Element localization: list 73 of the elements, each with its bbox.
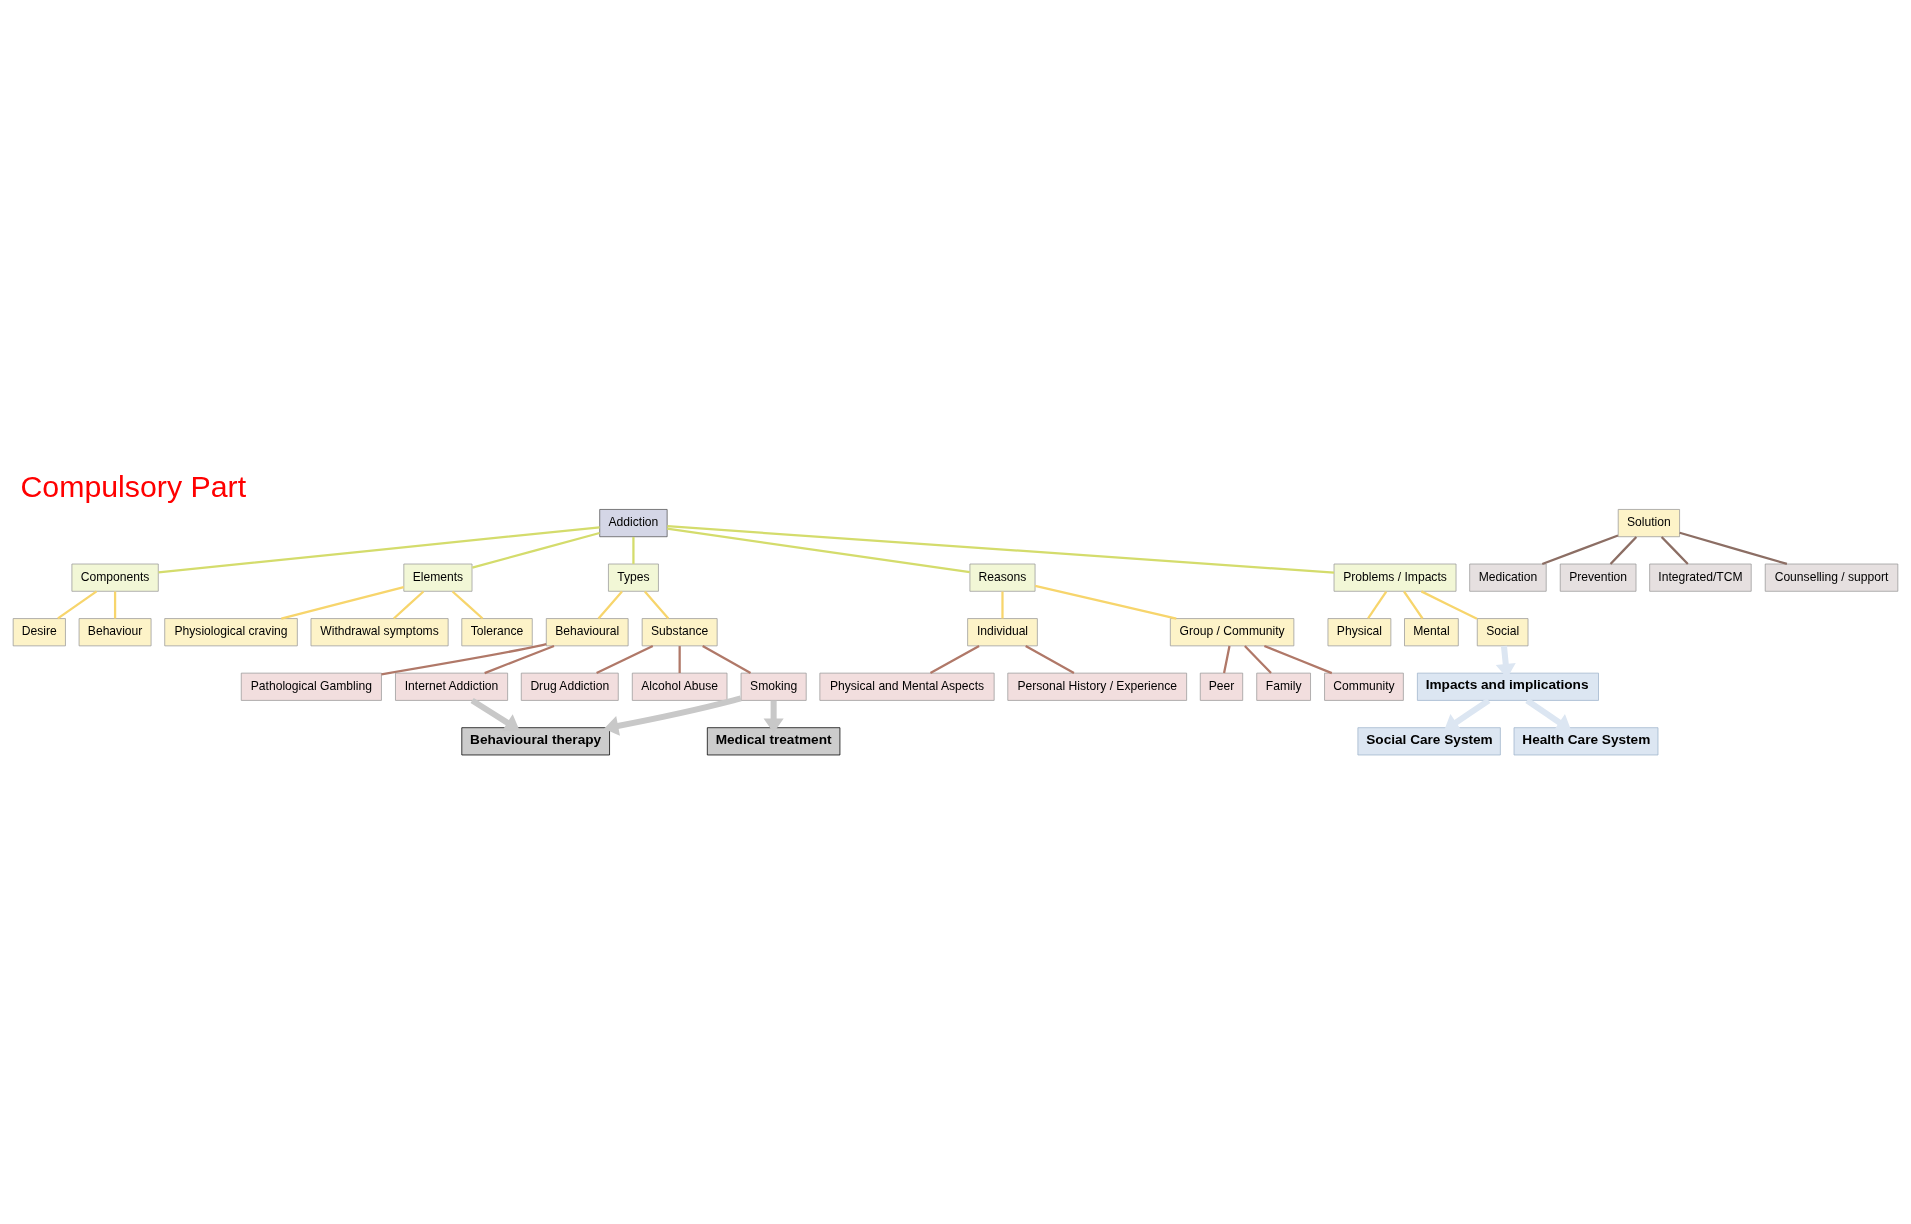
node-box: Types [608, 563, 659, 592]
connector [1679, 531, 1788, 565]
arrow [1525, 697, 1572, 731]
connector [702, 644, 752, 674]
connector [1609, 535, 1638, 565]
connector [597, 590, 623, 619]
node-box: Behavioural [545, 617, 629, 646]
node-box: Behavioural therapy [461, 726, 610, 755]
connector [57, 589, 98, 619]
node-box: Solution [1617, 508, 1680, 537]
connector [667, 527, 970, 573]
node-box: Substance [641, 617, 718, 646]
arrow [603, 694, 742, 736]
arrow [470, 697, 520, 731]
connector [1403, 590, 1424, 619]
connector [113, 591, 117, 618]
arrow [1444, 697, 1491, 731]
node-box: Social Care System [1357, 726, 1501, 755]
node-box: Internet Addiction [395, 672, 508, 701]
node-box: Drug Addiction [520, 672, 619, 701]
connector [281, 585, 405, 620]
connector [484, 644, 555, 674]
connector [1541, 533, 1619, 565]
node-box: Desire [12, 617, 66, 646]
node-box: Counselling / support [1764, 563, 1899, 592]
node-box: Components [71, 563, 159, 592]
node-box: Social [1476, 617, 1529, 646]
node-box: Integrated/TCM [1649, 563, 1752, 592]
node-box: Community [1324, 672, 1404, 701]
connector [451, 590, 484, 619]
node-box: Alcohol Abuse [631, 672, 728, 701]
node-box: Mental [1404, 617, 1459, 646]
connector [667, 524, 1335, 574]
connector [1660, 535, 1689, 565]
connector [1420, 589, 1478, 620]
node-box: Elements [403, 563, 473, 592]
node-box: Personal History / Experience [1007, 672, 1187, 701]
connector [596, 644, 654, 674]
node-box: Addiction [599, 508, 668, 537]
node-box: Behaviour [78, 617, 152, 646]
node-box: Physical and Mental Aspects [819, 672, 995, 701]
node-box: Individual [967, 617, 1038, 646]
connector [1244, 644, 1272, 674]
node-box: Health Care System [1513, 726, 1659, 755]
connector [1263, 644, 1333, 674]
connector [632, 536, 635, 564]
connector [393, 590, 425, 619]
connector [929, 644, 980, 674]
connector [1034, 584, 1177, 620]
node-box: Tolerance [461, 617, 533, 646]
node-box: Physiological craving [164, 617, 298, 646]
node-box: Prevention [1559, 563, 1637, 592]
node-box: Peer [1199, 672, 1244, 701]
node-box: Withdrawal symptoms [310, 617, 449, 646]
node-box: Problems / Impacts [1333, 563, 1457, 592]
connector [1025, 644, 1075, 674]
connector [1367, 590, 1388, 619]
connector [678, 645, 681, 673]
connector [1001, 591, 1004, 618]
node-box: Pathological Gambling [240, 672, 382, 701]
node-box: Group / Community [1169, 617, 1295, 646]
connector [1222, 645, 1231, 673]
node-box: Family [1256, 672, 1311, 701]
node-box: Impacts and implications [1417, 672, 1599, 701]
diagram-title: Compulsory Part [20, 469, 247, 503]
node-box: Medication [1469, 563, 1547, 592]
node-box: Reasons [969, 563, 1036, 592]
node-box: Physical [1327, 617, 1392, 646]
connector [644, 590, 670, 619]
node-box: Medical treatment [706, 726, 841, 755]
connector [472, 531, 600, 569]
node-box: Smoking [740, 672, 807, 701]
connector [158, 525, 600, 574]
